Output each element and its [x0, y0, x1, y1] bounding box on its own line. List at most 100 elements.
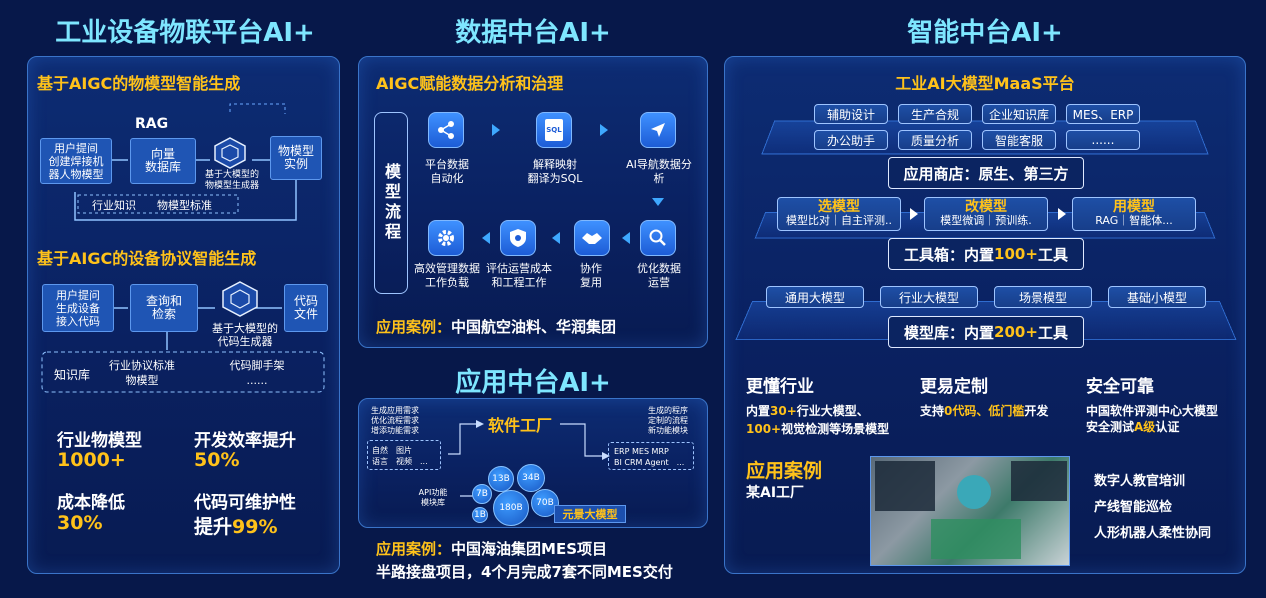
rag-label: RAG	[135, 116, 169, 132]
stage-select-title: 选模型	[818, 199, 860, 215]
sql-file-icon: SQL	[536, 112, 572, 148]
user-question-box: 用户提间 创建焊接机 器人物模型	[40, 138, 112, 184]
feature-custom-line1: 支持0代码、低门槛开发	[920, 402, 1048, 419]
thing-model-flow-lines	[74, 103, 297, 221]
industry-knowledge-label: 行业知识	[92, 199, 136, 212]
data-heading: AIGC赋能数据分析和治理	[376, 74, 564, 93]
stat-prefix: 提升	[194, 516, 233, 538]
industrial-column-title: 工业设备物联平台AI+	[55, 18, 315, 48]
photo-screen-panel-2	[1011, 461, 1067, 501]
cube-icon	[212, 136, 248, 170]
feature-secure-line1: 中国软件评测中心大模型	[1086, 404, 1219, 418]
toolbox-post: 工具	[1037, 245, 1068, 264]
data-case-text: 中国航空油料、华润集团	[451, 318, 617, 336]
f1-e: 视觉检测等场景模型	[781, 422, 890, 436]
use-case-3: 人形机器人柔性协同	[1094, 526, 1212, 541]
protocol-heading: 基于AIGC的设备协议智能生成	[37, 249, 257, 268]
bubble-1b: 1B	[472, 507, 488, 523]
intel-column-title: 智能中台AI+	[907, 18, 1063, 48]
bubble-180b: 180B	[493, 490, 529, 526]
model-scene: 场景模型	[994, 286, 1092, 308]
thing-model-instance-box: 物模型 实例	[270, 136, 322, 180]
f3-a: 安全测试	[1086, 420, 1135, 434]
stat-label-maintainability: 代码可维护性	[194, 493, 296, 513]
photo-screen-panel	[875, 461, 935, 511]
stat-label-efficiency: 开发效率提升	[194, 431, 296, 451]
maas-heading: 工业AI大模型MaaS平台	[895, 74, 1075, 93]
bubble-13b: 13B	[488, 466, 514, 492]
stage-select: 选模型 模型比对｜自主评测..	[777, 197, 901, 231]
app-case: 应用案例：中国海油集团MES项目	[376, 538, 607, 559]
shield-icon	[500, 220, 536, 256]
stat-label-cost: 成本降低	[57, 493, 125, 513]
step-platform-automation: 平台数据 自动化	[425, 158, 469, 185]
stage-use-sub: RAG｜智能体...	[1095, 214, 1173, 227]
protocol-question-box: 用户提问 生成设备 接入代码	[42, 284, 114, 332]
feature-industry-line2: 100+视觉检测等场景模型	[746, 420, 889, 437]
stage-tune-sub: 模型微调｜预训练.	[940, 214, 1032, 227]
f1-a: 内置	[746, 404, 771, 418]
query-retrieve-box: 查询和 检索	[130, 284, 198, 332]
down-arrow-icon	[652, 198, 664, 206]
app-case-label: 应用案例：	[376, 540, 452, 558]
step-arrow-3	[622, 232, 630, 244]
code-generator-label: 基于大模型的 代码生成器	[212, 322, 278, 348]
app-column-title: 应用中台AI+	[455, 368, 611, 398]
bubble-7b: 7B	[472, 484, 492, 504]
app-item-5: 办公助手	[814, 130, 888, 150]
api-library-label: API功能 模块库	[418, 488, 448, 507]
data-panel	[358, 56, 708, 348]
f2-a: 支持	[920, 404, 945, 418]
step-sql-translate: 解释映射 翻译为SQL	[527, 158, 583, 185]
stage-tune-title: 改模型	[965, 199, 1007, 215]
software-factory-label: 软件工厂	[488, 416, 553, 435]
stage-use: 用模型 RAG｜智能体...	[1072, 197, 1196, 231]
bubble-34b: 34B	[517, 464, 545, 492]
magnifier-icon	[640, 220, 676, 256]
yuanjing-model-tag: 元景大模型	[554, 505, 626, 523]
app-outputs: 生成的程序 定制的流程 新功能模块	[648, 406, 688, 435]
vector-db-box: 向量 数据库	[130, 138, 196, 184]
step-manage-workload: 高效管理数据 工作负载	[414, 262, 480, 289]
share-nodes-icon	[428, 112, 464, 148]
step-optimize-ops: 优化数据 运营	[637, 262, 681, 289]
intel-case-name: 某AI工厂	[746, 485, 805, 501]
step-collaborate: 协作 复用	[580, 262, 602, 289]
model-general: 通用大模型	[766, 286, 864, 308]
data-column-title: 数据中台AI+	[455, 18, 611, 48]
model-small: 基础小模型	[1108, 286, 1206, 308]
stage-arrow-1	[910, 208, 918, 220]
use-case-2: 产线智能巡检	[1094, 500, 1173, 515]
feature-custom-title: 更易定制	[920, 377, 988, 397]
stat-value-efficiency: 50%	[194, 449, 240, 471]
intel-case-label: 应用案例	[746, 460, 823, 482]
code-cube-icon	[220, 280, 260, 318]
handshake-icon	[574, 220, 610, 256]
bubble-70b: 70B	[531, 489, 559, 517]
step-evaluate-cost: 评估运营成本 和工程工作	[486, 262, 552, 289]
app-item-6: 质量分析	[898, 130, 972, 150]
stat-number: 99%	[232, 516, 278, 538]
app-store-box: 应用商店：原生、第三方	[888, 157, 1084, 189]
app-item-3: 企业知识库	[982, 104, 1056, 124]
model-flow-sidebar: 模型流程	[374, 112, 408, 294]
factory-photo	[870, 456, 1070, 566]
feature-secure-title: 安全可靠	[1086, 377, 1154, 397]
model-flow-text: 模型流程	[382, 163, 401, 243]
code-scaffold-label: 代码脚手架 ......	[229, 359, 285, 387]
app-item-8: ......	[1066, 130, 1140, 150]
f3-c: 认证	[1155, 420, 1180, 434]
protocol-standard-label: 行业协议标准 物模型	[109, 359, 175, 387]
f3-b: A级	[1134, 420, 1156, 434]
modellib-post: 工具	[1037, 323, 1068, 342]
feature-industry-line1: 内置30+行业大模型、	[746, 402, 869, 419]
f2-b: 0代码、低门槛	[944, 404, 1025, 418]
model-industry: 行业大模型	[880, 286, 978, 308]
app-case-detail: 半路接盘项目，4个月完成7套不同MES交付	[376, 563, 673, 581]
f2-c: 开发	[1024, 404, 1049, 418]
f1-c: 行业大模型、	[796, 404, 869, 418]
app-case-text: 中国海油集团MES项目	[451, 540, 607, 558]
app-item-1: 辅助设计	[814, 104, 888, 124]
data-case-label: 应用案例：	[376, 318, 452, 336]
